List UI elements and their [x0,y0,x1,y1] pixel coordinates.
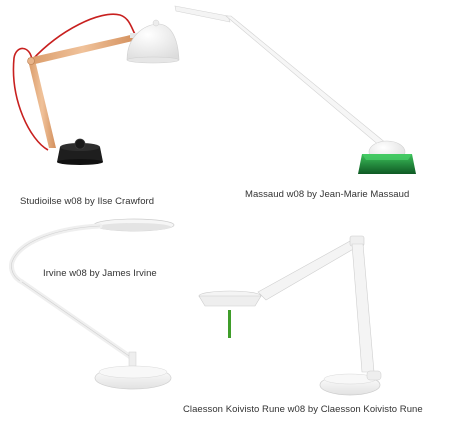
claesson-base-bump [366,370,382,381]
irvine-neck [128,351,137,367]
green-stem [228,310,231,338]
green-base-top [362,154,412,160]
red-cord [12,13,137,151]
irvine-base-top [98,365,168,379]
elbow-joint [27,57,35,65]
studioilse-lamp [12,13,180,165]
irvine-lamp [9,218,175,390]
caption-studioilse: Studioilse w08 by Ilse Crawford [20,196,155,207]
upper-wood-arm [28,34,137,65]
studioilse-base [57,147,103,162]
studioilse-shade [126,23,180,61]
caption-massaud: Massaud w08 by Jean-Marie Massaud [245,189,410,200]
claesson-upper-arm [257,239,363,301]
caption-claesson: Claesson Koivisto Rune w08 by Claesson K… [183,404,423,415]
base-knob [74,138,86,150]
lower-wood-arm [28,60,56,148]
massaud-arm [225,15,393,153]
claesson-lower-arm [351,243,375,373]
irvine-shade-underside [97,223,171,231]
caption-irvine: Irvine w08 by James Irvine [43,268,157,279]
shade-rim [126,56,180,64]
massaud-head [174,5,231,23]
base-foot [57,159,103,165]
shade-knob [152,19,160,27]
claesson-shade [198,295,262,307]
claesson-lamp [198,235,382,396]
massaud-lamp [174,5,416,174]
